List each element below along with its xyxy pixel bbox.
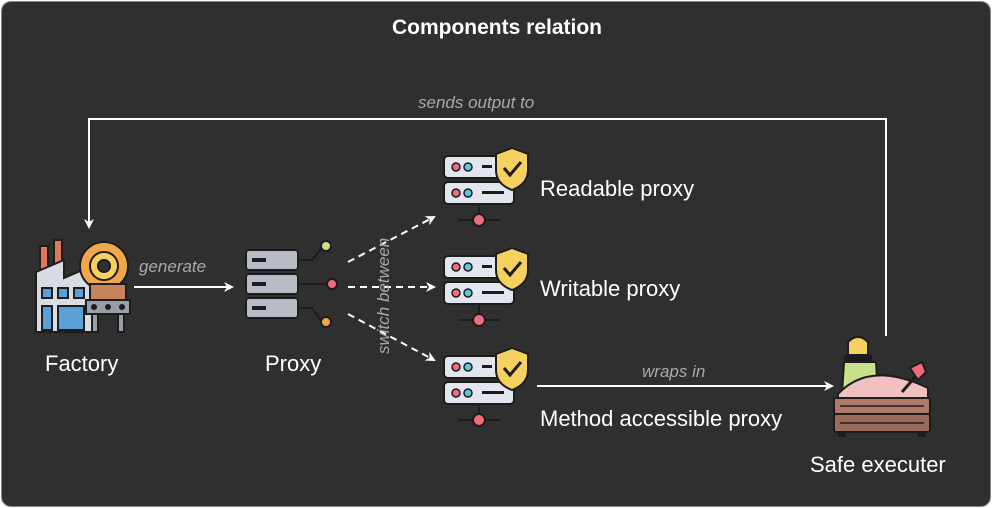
writable-proxy-label: Writable proxy (540, 276, 681, 301)
sandbox-icon (833, 336, 931, 437)
factory-label: Factory (45, 351, 119, 376)
diagram-title: Components relation (391, 16, 602, 39)
server-switch-icon (245, 240, 338, 328)
secure-server-icon-method (443, 346, 529, 427)
secure-server-icon-readable (443, 146, 529, 227)
switch-to-method-arrow (347, 313, 436, 361)
factory-icon (35, 239, 131, 333)
edge-label-switch-between: switch between (374, 237, 393, 354)
edge-label-generate: generate (139, 257, 207, 276)
method-accessible-proxy-label: Method accessible proxy (540, 406, 783, 431)
switch-to-readable-arrow (347, 216, 436, 263)
proxy-label: Proxy (265, 351, 322, 376)
safe-executer-label: Safe executer (810, 452, 946, 477)
edge-label-sends-output-to: sends output to (418, 93, 535, 112)
readable-proxy-label: Readable proxy (540, 176, 695, 201)
sends-output-arrow (84, 118, 887, 336)
secure-server-icon-writable (443, 246, 529, 327)
edge-label-wraps-in: wraps in (642, 362, 706, 381)
